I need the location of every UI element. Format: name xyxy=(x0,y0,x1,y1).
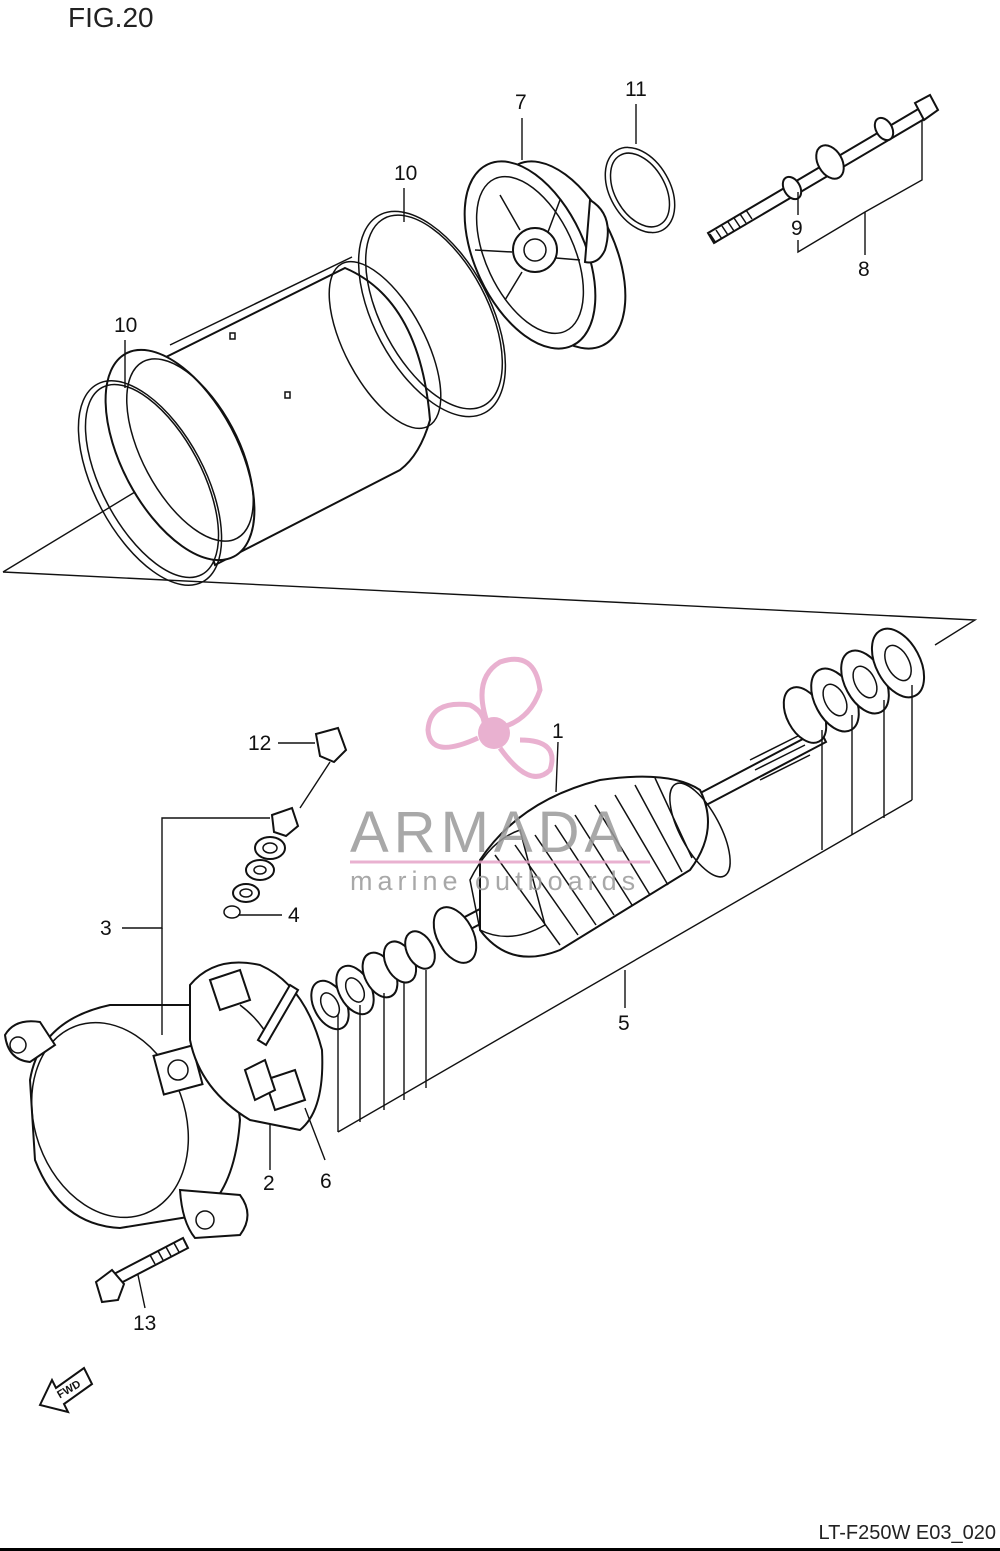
o-ring-rear xyxy=(357,210,507,418)
callout-12: 12 xyxy=(248,732,271,755)
callout-10-rear: 10 xyxy=(394,162,417,185)
callout-5: 5 xyxy=(618,1012,630,1035)
front-shim-set xyxy=(310,930,436,1031)
bottom-border xyxy=(0,1548,1000,1551)
callout-4: 4 xyxy=(288,904,300,927)
front-housing xyxy=(3,1004,249,1240)
armada-watermark: ARMADA marine outboards xyxy=(350,656,650,896)
figure-title: FIG.20 xyxy=(68,2,154,33)
callout-1: 1 xyxy=(552,720,564,743)
callout-2: 2 xyxy=(263,1172,275,1195)
callout-9: 9 xyxy=(791,217,803,240)
motor-yoke xyxy=(104,256,442,567)
o-ring-rear-inner xyxy=(364,214,504,410)
figure-code: LT-F250W E03_020 xyxy=(818,1522,996,1544)
callout-7: 7 xyxy=(515,91,527,114)
watermark-tagline: marine outboards xyxy=(350,866,640,896)
propeller-logo-icon xyxy=(425,656,555,779)
rear-end-cover xyxy=(463,160,627,350)
fwd-arrow-icon: FWD xyxy=(38,1366,94,1414)
watermark-brand: ARMADA xyxy=(350,800,628,865)
callout-11: 11 xyxy=(625,78,647,101)
o-ring-front-inner xyxy=(84,383,220,579)
callout-3: 3 xyxy=(100,917,112,940)
callout-6: 6 xyxy=(320,1170,332,1193)
callout-13: 13 xyxy=(133,1312,156,1335)
through-bolt xyxy=(706,93,940,245)
o-ring-front xyxy=(77,380,223,586)
section-divider xyxy=(2,571,978,646)
o-ring-11-inner xyxy=(609,152,671,228)
rear-shim-set xyxy=(782,627,926,744)
leader-lines xyxy=(2,104,923,1309)
mounting-bolt xyxy=(94,1236,190,1304)
armature xyxy=(432,728,828,964)
o-ring-11 xyxy=(604,146,676,234)
terminal-assembly xyxy=(223,726,348,1047)
callout-10-front: 10 xyxy=(114,314,137,337)
callout-8: 8 xyxy=(858,258,870,281)
